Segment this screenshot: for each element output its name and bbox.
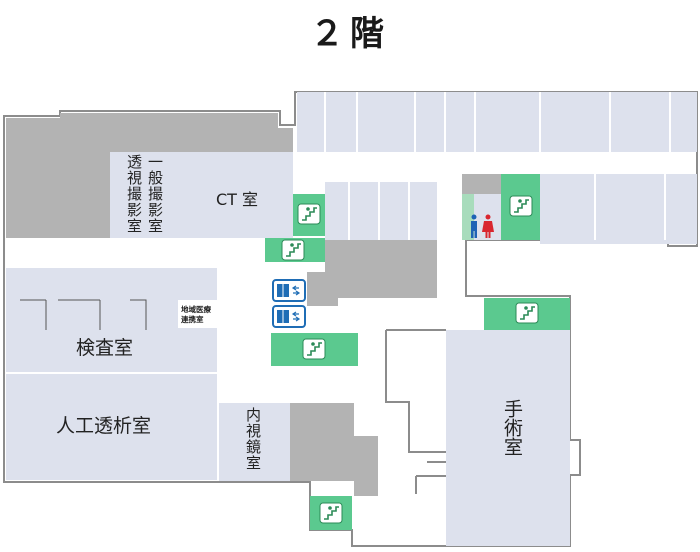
room-liaison-bg: [178, 300, 217, 328]
room-label-liaison-line1: 地域医療: [181, 305, 211, 314]
right-room-block: [540, 174, 697, 244]
room-fluoro-bg: [110, 152, 146, 238]
restroom-icon: [471, 214, 494, 238]
room-label-endoscopy: 内視鏡室: [244, 407, 262, 471]
mid-room-dividers: [348, 182, 410, 240]
service-block-south: [290, 403, 354, 481]
room-label-ct: CT 室: [216, 190, 259, 209]
room-label-fluoroscopy: 透視撮影室: [125, 154, 143, 234]
surgery-corridor-walls: [385, 329, 446, 494]
room-label-liaison-line2: 連携室: [181, 315, 204, 324]
room-surgery-bg: [446, 330, 570, 546]
elevator-core: [307, 272, 338, 306]
room-label-general-radiography: 一般撮影室: [146, 154, 164, 234]
stairs-icon: [281, 195, 539, 524]
mid-room-block: [325, 182, 437, 240]
room-label-dialysis: 人工透析室: [56, 415, 152, 437]
room-dialysis-bg: [6, 374, 217, 480]
lab-partitions: [20, 299, 147, 330]
elevator-icon: [272, 279, 306, 328]
top-room-block: [297, 92, 697, 152]
service-block-center: [325, 240, 437, 298]
service-block-south-ext: [354, 436, 378, 496]
service-block-west: [6, 152, 110, 238]
room-endoscopy-bg: [219, 403, 290, 481]
room-label-surgery: 手術室: [501, 399, 523, 456]
room-ct-bg: [182, 152, 293, 238]
room-label-lab: 検査室: [76, 337, 134, 359]
room-general-bg: [146, 152, 182, 238]
restroom-shaft: [462, 174, 502, 194]
floor-title: ２階: [310, 14, 390, 54]
right-room-dividers: [594, 174, 666, 240]
top-room-dividers: [324, 92, 671, 152]
